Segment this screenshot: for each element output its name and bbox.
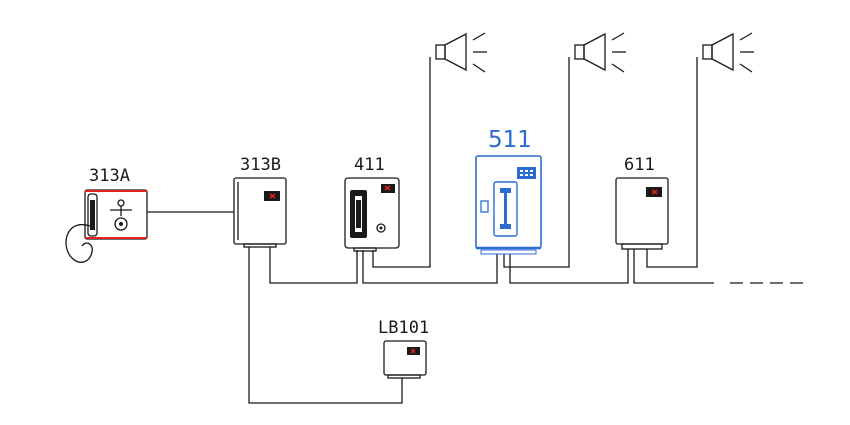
device-511-label: 511 (488, 127, 532, 153)
handset-icon (350, 190, 367, 238)
device-611[interactable]: 611 (615, 155, 669, 250)
device-313a-label: 313A (89, 166, 130, 186)
speaker-icon (435, 32, 487, 73)
indicator-icon (264, 191, 280, 201)
device-411[interactable]: 411 (344, 155, 400, 252)
device-lb101-label: LB101 (378, 318, 429, 338)
indicator-icon (517, 167, 536, 179)
speaker-icon (702, 32, 754, 73)
device-313b[interactable]: 313B (233, 155, 287, 248)
device-611-label: 611 (624, 155, 655, 175)
device-511[interactable]: 511 (475, 127, 542, 255)
device-411-label: 411 (354, 155, 385, 175)
indicator-icon (407, 347, 420, 355)
device-lb101[interactable]: LB101 (378, 318, 429, 379)
handset-icon (65, 193, 98, 263)
device-313a[interactable]: 313A (65, 166, 148, 263)
speaker-icon (574, 32, 626, 73)
indicator-icon (646, 187, 662, 197)
wiring (147, 57, 805, 404)
handset-icon (493, 181, 518, 237)
device-313b-label: 313B (240, 155, 281, 175)
indicator-icon (381, 184, 395, 193)
